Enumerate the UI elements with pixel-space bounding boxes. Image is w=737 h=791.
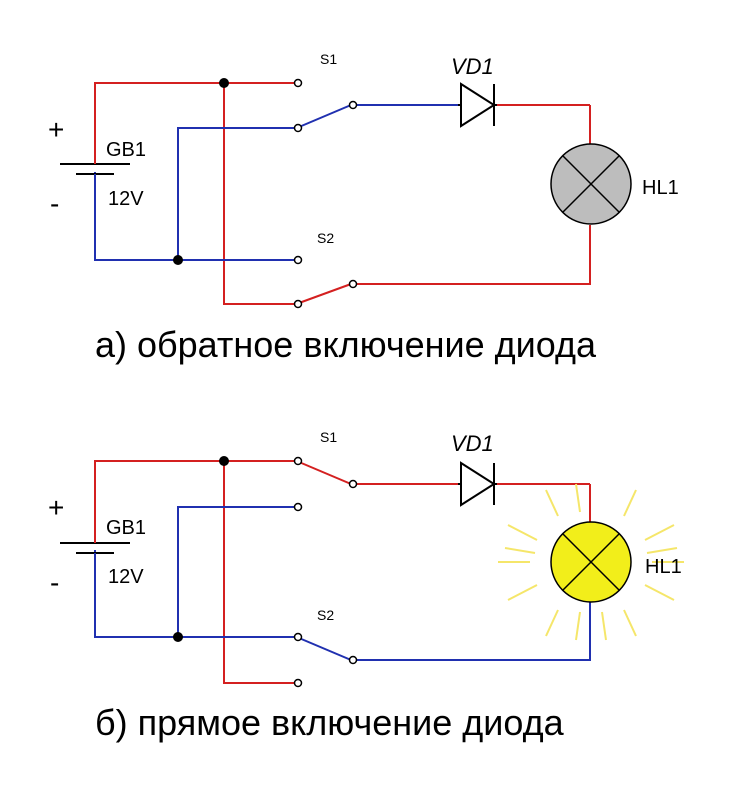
switch1-label-b: S1 [320,429,337,445]
diagram-b: + - GB1 12V S1 S2 VD1 HL1 б) прямое вклю… [48,429,684,743]
lamp-b [550,521,632,603]
junction-node-b2 [173,632,183,642]
lamp-a [550,143,632,225]
plus-sign-b: + [48,492,64,523]
positive-wires-a [94,82,591,305]
switch-levers-a [298,104,352,128]
diagram-a: + - GB1 12V S1 S2 VD1 HL1 а) обратное вк… [48,51,679,365]
lamp-label-a: HL1 [642,177,679,199]
plus-sign-a: + [48,114,64,145]
light-rays [498,483,684,641]
battery-label-b: GB1 [106,517,146,539]
minus-sign-b: - [50,567,59,598]
diode-a [458,82,497,128]
negative-wires-a [94,104,458,261]
switch-contacts-a [293,78,358,309]
switch2-label-b: S2 [317,607,334,623]
junction-node-a2 [173,255,183,265]
battery-voltage-b: 12V [108,566,144,588]
switch1-label-a: S1 [320,51,337,67]
positive-wires-b [94,460,591,684]
battery-label-a: GB1 [106,139,146,161]
battery-voltage-a: 12V [108,188,144,210]
junction-node-a1 [219,78,229,88]
negative-wires-b [94,506,591,661]
caption-a: а) обратное включение диода [95,324,597,365]
caption-b: б) прямое включение диода [95,702,565,743]
diode-label-a: VD1 [451,54,494,79]
switch-contacts-b [293,456,358,688]
switch2-label-a: S2 [317,230,334,246]
diode-label-b: VD1 [451,431,494,456]
diode-b [458,461,497,507]
minus-sign-a: - [50,188,59,219]
junction-node-b1 [219,456,229,466]
lamp-label-b: HL1 [645,556,682,578]
